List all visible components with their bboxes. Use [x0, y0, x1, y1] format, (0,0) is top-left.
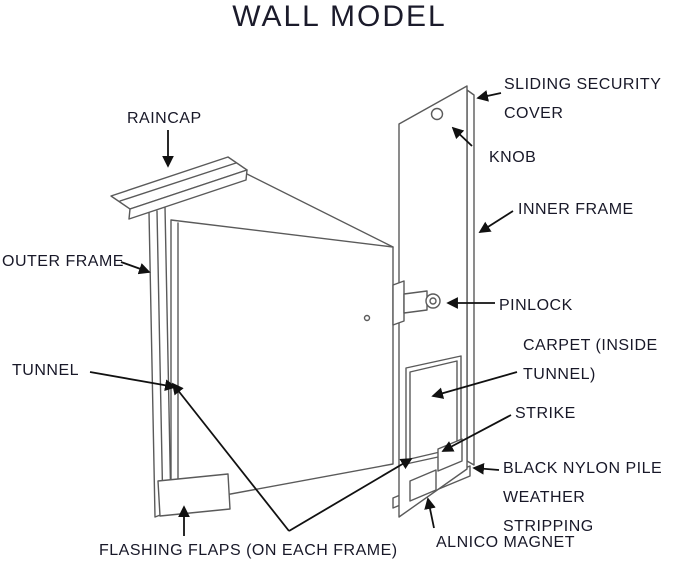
label-inner-frame: INNER FRAME	[518, 201, 634, 218]
label-alnico-magnet: ALNICO MAGNET	[436, 534, 575, 551]
label-outer-frame: OUTER FRAME	[2, 253, 124, 270]
weather-stripping-pointer	[472, 462, 500, 475]
label-weather-stripping: BLACK NYLON PILE WEATHER STRIPPING	[503, 460, 663, 535]
label-flashing-flaps: FLASHING FLAPS (ON EACH FRAME)	[99, 542, 398, 559]
inner-frame-pointer	[478, 210, 514, 233]
outer-frame-pointer	[120, 261, 151, 275]
label-raincap: RAINCAP	[127, 110, 202, 127]
alnico-magnet-pointer	[424, 497, 436, 529]
label-carpet: CARPET (INSIDE TUNNEL)	[523, 337, 658, 383]
pointers	[89, 90, 518, 536]
raincap-drawing	[110, 156, 248, 220]
flashing-flap-drawing	[157, 473, 231, 517]
sliding-security-cover-pointer	[476, 90, 502, 102]
outer-frame-drawing	[148, 206, 172, 518]
flashing-flaps-pointer-left	[171, 382, 290, 532]
label-tunnel: TUNNEL	[12, 362, 80, 379]
strike-pointer	[441, 414, 512, 452]
tunnel-pointer	[89, 371, 177, 392]
knob-pointer	[451, 126, 473, 147]
flashing-flaps-pointer-right	[288, 458, 413, 532]
carpet-pointer	[431, 371, 518, 399]
label-knob: KNOB	[489, 149, 537, 166]
alnico-magnet-drawing	[409, 469, 437, 502]
knob-drawing	[430, 107, 444, 121]
page-title: WALL MODEL	[232, 0, 447, 33]
tunnel-drawing	[170, 173, 394, 506]
label-strike: STRIKE	[515, 405, 576, 422]
drawing	[110, 85, 475, 518]
pinlock-drawing	[392, 280, 441, 326]
label-sliding-security-cover: SLIDING SECURITY COVER	[504, 76, 662, 122]
label-pinlock: PINLOCK	[499, 297, 573, 314]
